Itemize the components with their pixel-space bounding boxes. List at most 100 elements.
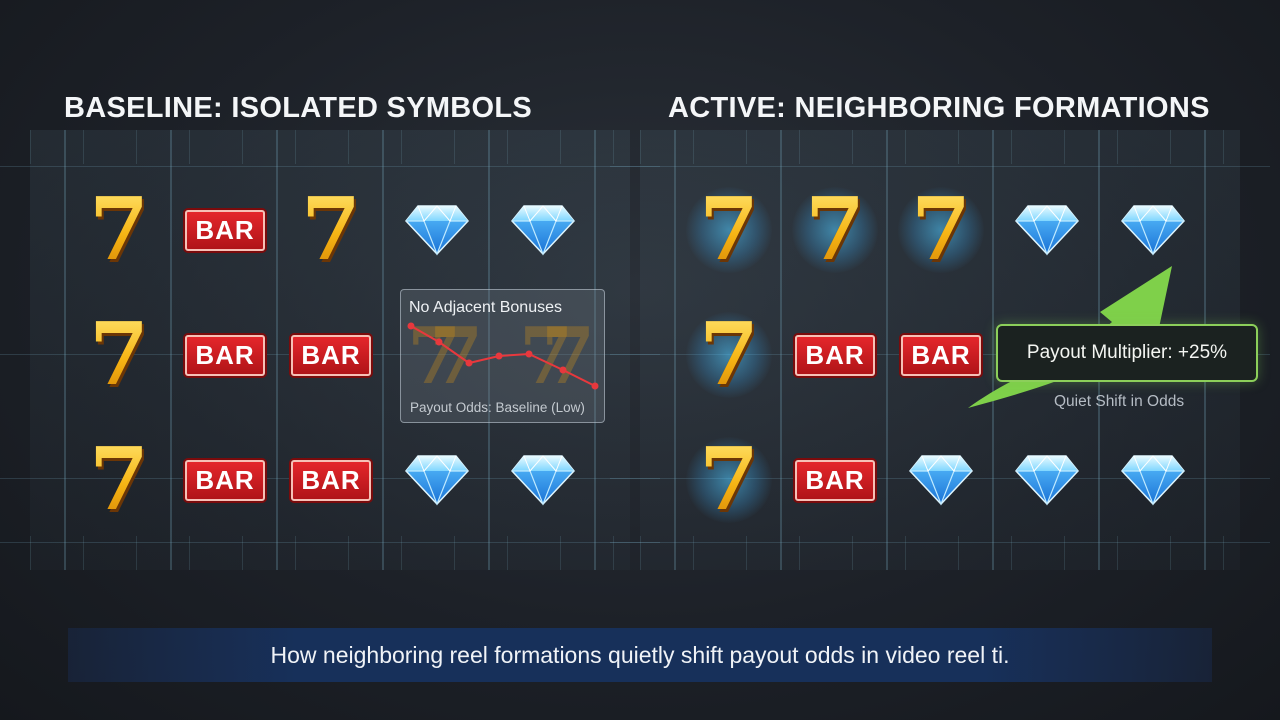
symbol-glow (686, 312, 772, 398)
bar-symbol-icon: BAR (185, 209, 265, 251)
reel-cell: BAR (171, 170, 279, 290)
grid-tick (507, 130, 508, 164)
reel-divider (64, 130, 66, 570)
grid-tick (30, 536, 31, 570)
seven-symbol-icon: 7 (89, 429, 149, 530)
reel-divider (382, 130, 384, 570)
grid-tick (136, 536, 137, 570)
reel-cell (489, 170, 597, 290)
reel-divider (780, 130, 782, 570)
reel-divider (276, 130, 278, 570)
caption-band: How neighboring reel formations quietly … (68, 628, 1212, 682)
reel-cell: BAR (277, 295, 385, 415)
grid-tick (401, 536, 402, 570)
grid-tick (136, 130, 137, 164)
reel-cell (1099, 170, 1207, 290)
tooltip-footer: Payout Odds: Baseline (Low) (410, 400, 585, 415)
seven-symbol-icon: 7 (89, 304, 149, 405)
reel-cell: 7 (277, 170, 385, 290)
reel-cell (383, 420, 491, 540)
reel-cell (993, 420, 1101, 540)
reel-cell: 7 (675, 420, 783, 540)
grid-tick (958, 130, 959, 164)
tooltip-title: No Adjacent Bonuses (409, 299, 562, 316)
up-right-arrow-icon (968, 266, 1172, 408)
diamond-icon (909, 455, 973, 506)
reel-cell: 7 (65, 420, 173, 540)
diamond-icon (1015, 455, 1079, 506)
grid-tick (1011, 130, 1012, 164)
bar-symbol-icon: BAR (291, 334, 371, 376)
grid-tick (242, 536, 243, 570)
grid-tick (799, 536, 800, 570)
reel-cell: BAR (171, 420, 279, 540)
grid-tick (348, 536, 349, 570)
grid-tick (958, 536, 959, 570)
reel-cell: BAR (277, 420, 385, 540)
grid-tick (1117, 130, 1118, 164)
grid-tick (799, 130, 800, 164)
no-bonus-tooltip: 7 7 7 7 No Adjacent Bonuses Payout Odds:… (400, 289, 605, 423)
grid-tick (613, 130, 614, 164)
reel-cell: BAR (887, 295, 995, 415)
faded-seven-icon: 7 (429, 311, 484, 402)
reel-cell: 7 (65, 295, 173, 415)
reel-cell (489, 420, 597, 540)
caption-text: How neighboring reel formations quietly … (270, 641, 1010, 668)
reel-cell: 7 (887, 170, 995, 290)
bar-symbol-icon: BAR (795, 459, 875, 501)
diamond-icon (511, 205, 575, 256)
reel-cell: BAR (781, 295, 889, 415)
reel-cell: 7 (65, 170, 173, 290)
grid-line (610, 166, 1270, 167)
payout-multiplier-badge: Payout Multiplier: +25% (996, 324, 1258, 382)
grid-tick (613, 536, 614, 570)
grid-tick (1223, 536, 1224, 570)
grid-tick (640, 130, 641, 164)
symbol-glow (686, 437, 772, 523)
reel-cell: 7 (675, 295, 783, 415)
grid-tick (905, 130, 906, 164)
bar-symbol-icon: BAR (185, 459, 265, 501)
reel-cell (383, 170, 491, 290)
grid-tick (1064, 536, 1065, 570)
reel-divider (886, 130, 888, 570)
grid-tick (83, 130, 84, 164)
diamond-icon (1015, 205, 1079, 256)
grid-tick (348, 130, 349, 164)
reel-divider (992, 130, 994, 570)
grid-tick (295, 130, 296, 164)
reel-divider (594, 130, 596, 570)
grid-tick (1011, 536, 1012, 570)
faded-seven-icon: 7 (407, 311, 462, 402)
grid-tick (1117, 536, 1118, 570)
diamond-icon (511, 455, 575, 506)
grid-tick (454, 130, 455, 164)
diamond-icon (405, 205, 469, 256)
seven-symbol-icon: 7 (699, 304, 759, 405)
grid-tick (1170, 536, 1171, 570)
diamond-icon (1121, 455, 1185, 506)
left-panel-title: BASELINE: ISOLATED SYMBOLS (64, 92, 533, 124)
grid-tick (1223, 130, 1224, 164)
grid-tick (454, 536, 455, 570)
grid-line (0, 166, 660, 167)
grid-tick (295, 536, 296, 570)
grid-tick (1064, 130, 1065, 164)
reel-divider (488, 130, 490, 570)
reel-cell: BAR (171, 295, 279, 415)
grid-tick (401, 130, 402, 164)
grid-tick (693, 536, 694, 570)
symbol-glow (686, 187, 772, 273)
bar-symbol-icon: BAR (901, 334, 981, 376)
grid-tick (693, 130, 694, 164)
symbol-glow (792, 187, 878, 273)
grid-tick (189, 130, 190, 164)
reel-cell: 7 (781, 170, 889, 290)
seven-symbol-icon: 7 (911, 179, 971, 280)
seven-symbol-icon: 7 (89, 179, 149, 280)
seven-symbol-icon: 7 (699, 429, 759, 530)
bar-symbol-icon: BAR (795, 334, 875, 376)
bar-symbol-icon: BAR (291, 459, 371, 501)
